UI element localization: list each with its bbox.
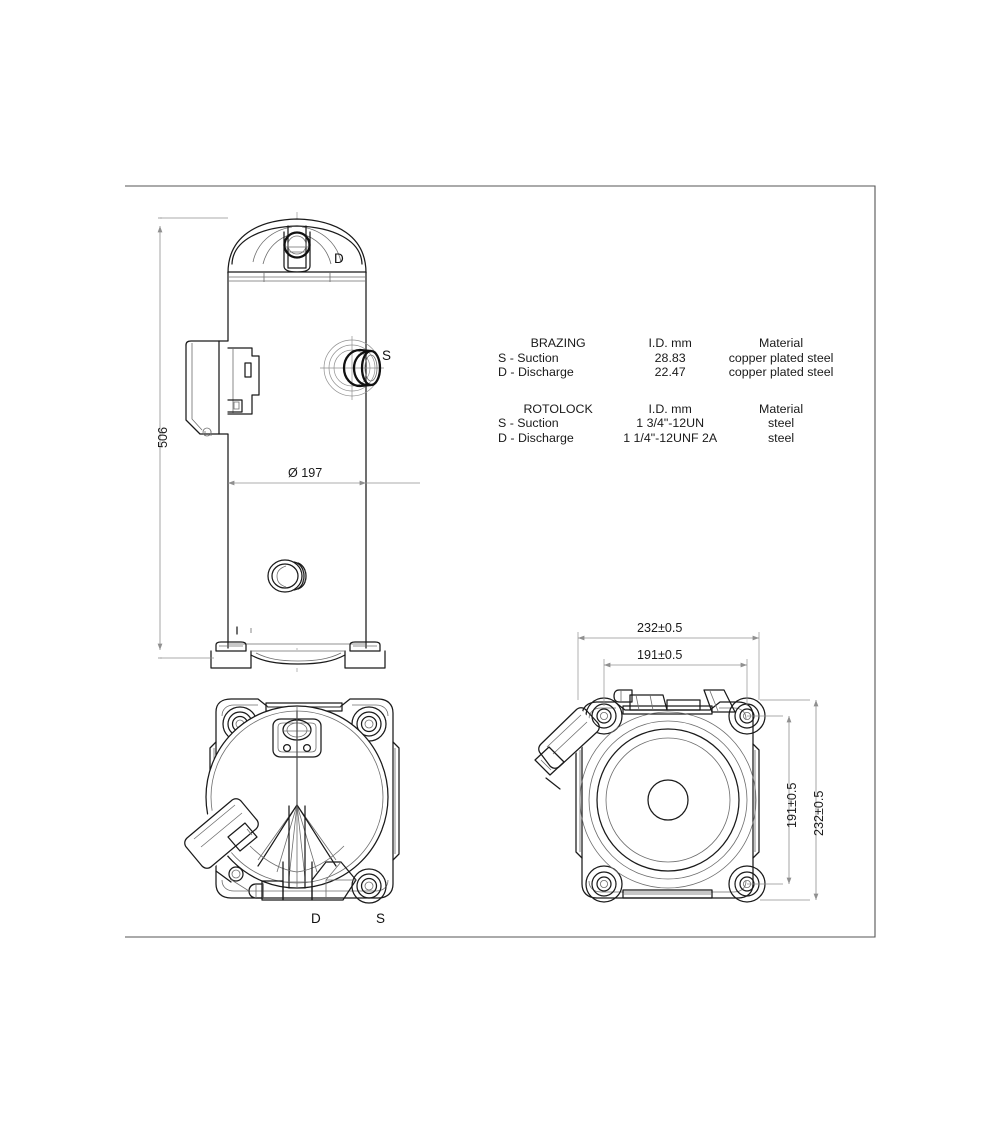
front-view	[185, 212, 392, 672]
port-label-suction-plan: S	[376, 911, 386, 926]
table-header-row: ROTOLOCK I.D. mm Material	[498, 402, 834, 417]
dimension-191-top	[603, 659, 748, 706]
suction-port-front	[320, 336, 384, 400]
table-header-row: BRAZING I.D. mm Material	[498, 336, 834, 351]
scroll-detail-plan	[249, 706, 345, 889]
port-label-suction-front: S	[382, 348, 392, 363]
rotolock-discharge-id: 1 1/4"-12UNF 2A	[623, 430, 718, 445]
rotolock-material-header: Material	[759, 401, 804, 416]
rotolock-suction-material: steel	[767, 416, 795, 431]
brazing-discharge-id: 22.47	[654, 365, 686, 380]
plan-view-right	[534, 689, 766, 903]
dimension-label-191-right: 191±0.5	[785, 782, 799, 828]
brazing-suction-id: 28.83	[654, 350, 686, 365]
table-row: D - Discharge 22.47 copper plated steel	[498, 365, 834, 380]
brazing-id-header: I.D. mm	[648, 336, 692, 350]
table-row: S - Suction 28.83 copper plated steel	[498, 351, 834, 366]
table-row: S - Suction 1 3/4"-12UN steel	[498, 416, 834, 431]
specification-tables: BRAZING I.D. mm Material S - Suction 28.…	[498, 336, 834, 446]
terminal-box-right-view	[534, 706, 600, 790]
table-row: D - Discharge 1 1/4"-12UNF 2A steel	[498, 431, 834, 446]
suction-fitting-plan	[311, 861, 357, 901]
brazing-suction-label: S - Suction	[498, 350, 559, 365]
dimension-label-diameter-197: Ø 197	[288, 466, 323, 480]
dimension-232-top	[577, 632, 760, 700]
brazing-suction-material: copper plated steel	[728, 350, 834, 365]
brazing-material-header: Material	[759, 336, 804, 350]
port-label-discharge-front: D	[334, 251, 344, 266]
shell-concentric-circles	[579, 711, 757, 889]
top-fittings-right-view	[613, 689, 736, 713]
dimension-232-right	[760, 699, 819, 901]
dimension-label-232-right: 232±0.5	[812, 790, 826, 836]
oil-sight-glass	[267, 559, 307, 593]
mounting-base-front	[205, 641, 392, 669]
oil-level-marks	[236, 626, 252, 635]
compressor-shell	[227, 271, 367, 649]
compressor-top-dome	[227, 218, 367, 274]
dimension-label-191-top: 191±0.5	[637, 648, 683, 662]
dimension-label-232-top: 232±0.5	[637, 621, 683, 635]
brazing-title: BRAZING	[530, 336, 586, 350]
mounting-boss-bl-right	[585, 865, 623, 903]
dimension-191-right	[747, 715, 792, 885]
plan-view-bottom	[184, 696, 400, 904]
rotolock-discharge-label: D - Discharge	[498, 430, 574, 445]
brazing-discharge-material: copper plated steel	[728, 365, 834, 380]
rotolock-suction-label: S - Suction	[498, 416, 559, 431]
rotolock-title: ROTOLOCK	[523, 401, 593, 416]
dimension-506	[157, 217, 228, 659]
port-label-discharge-plan: D	[311, 911, 321, 926]
drawing-frame	[125, 185, 876, 938]
terminal-box	[185, 340, 260, 437]
brazing-table: BRAZING I.D. mm Material S - Suction 28.…	[498, 336, 834, 446]
brazing-discharge-label: D - Discharge	[498, 365, 574, 380]
rotolock-discharge-material: steel	[767, 430, 795, 445]
terminal-box-plan	[184, 796, 259, 883]
dimension-label-506: 506	[156, 426, 170, 448]
table-spacer	[498, 380, 834, 402]
rotolock-id-header: I.D. mm	[648, 401, 692, 416]
rotolock-suction-id: 1 3/4"-12UN	[636, 416, 705, 431]
